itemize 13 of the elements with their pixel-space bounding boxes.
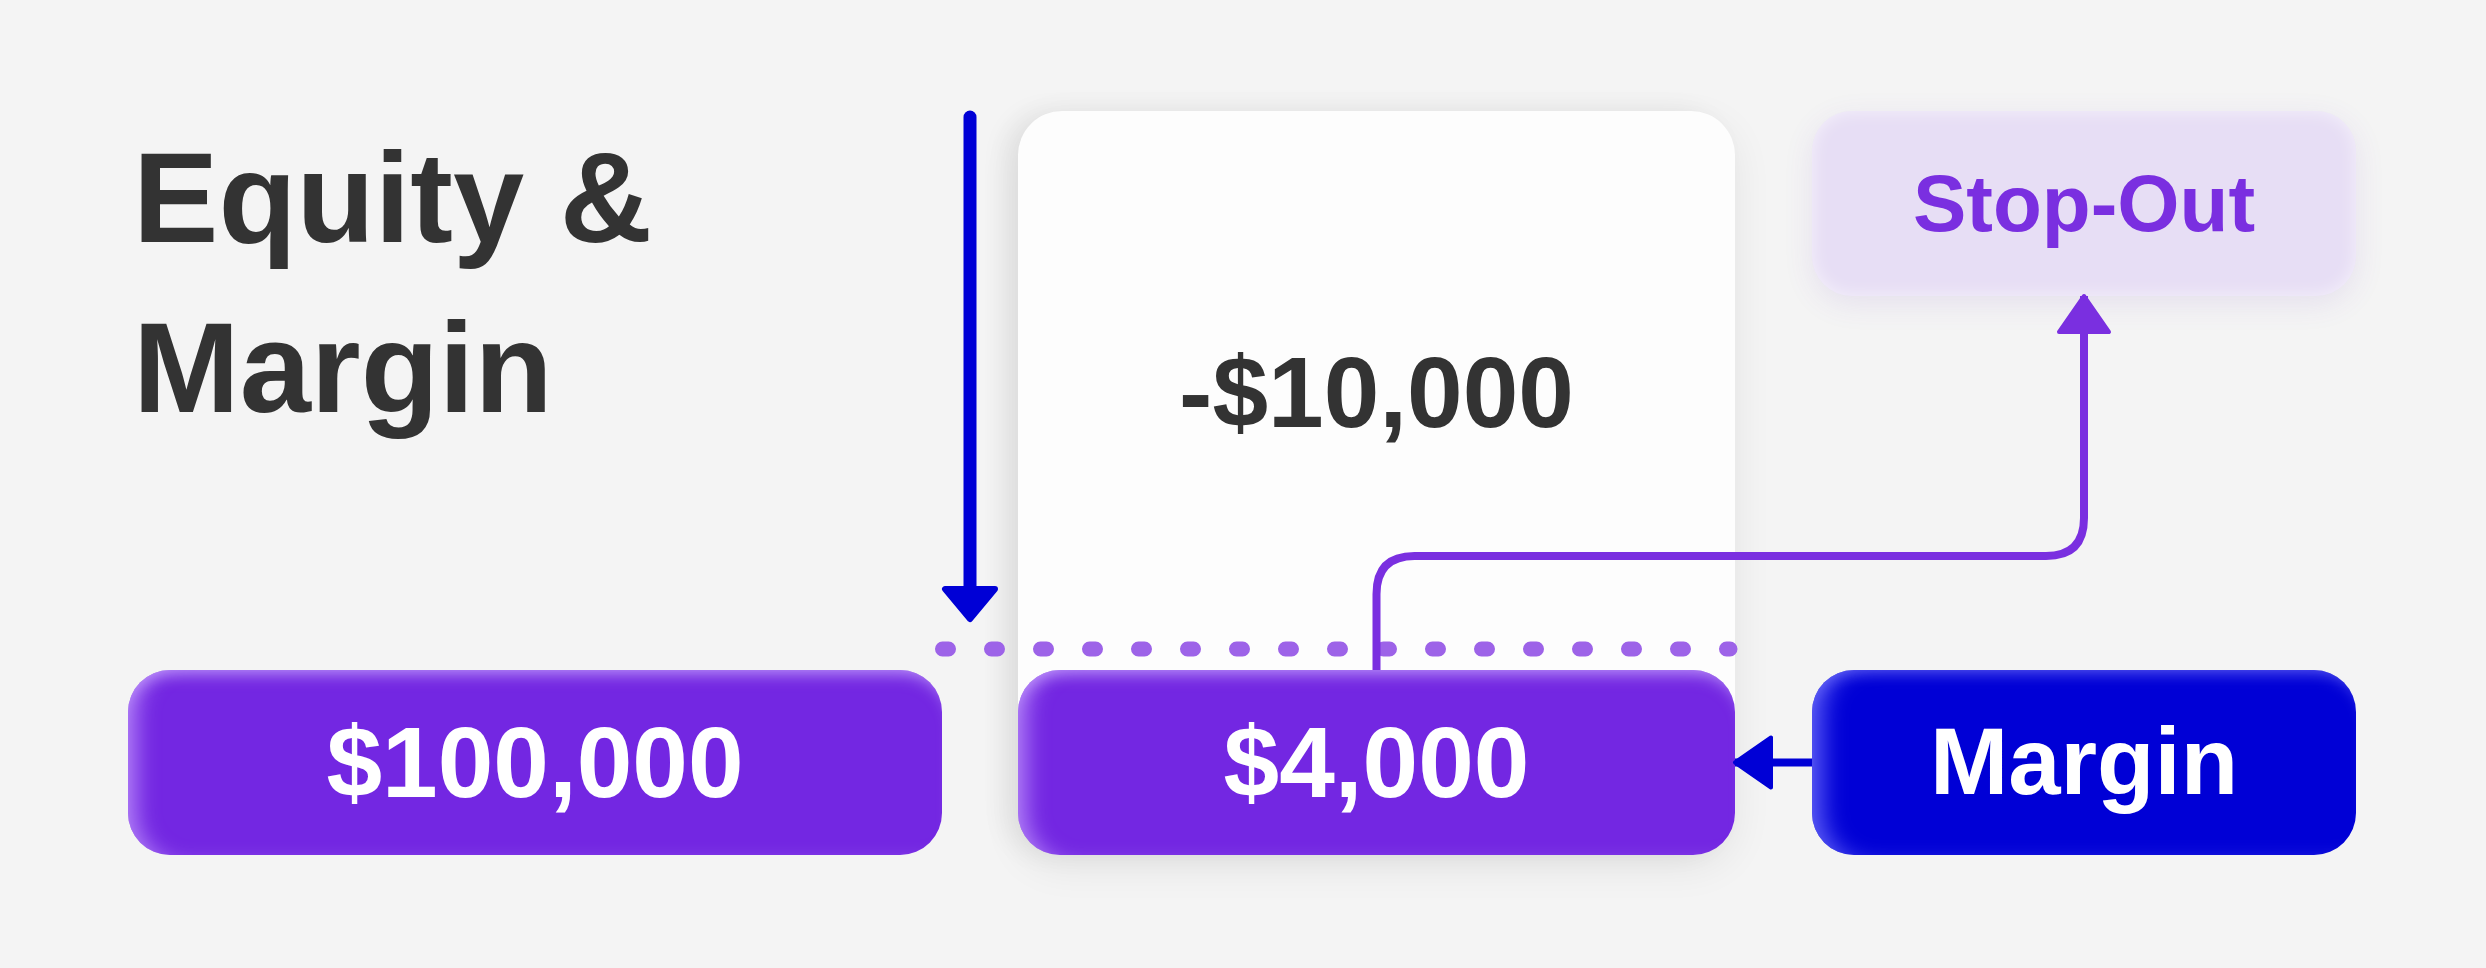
card [1018,111,1735,855]
connector-arrow [1372,294,2111,670]
label-box [1812,670,2356,855]
amount-box [1018,670,1735,855]
connector-arrow [1733,735,1812,790]
amount-text: $4,000 [1223,705,1530,820]
label-text: Margin [1929,708,2239,817]
amount-text: -$10,000 [1179,335,1574,450]
status-box [1812,111,2356,296]
amount-box [128,670,942,855]
amount-text: $100,000 [326,705,744,820]
heading: Equity & Margin [133,125,654,441]
label-text: Stop-Out [1912,157,2256,250]
